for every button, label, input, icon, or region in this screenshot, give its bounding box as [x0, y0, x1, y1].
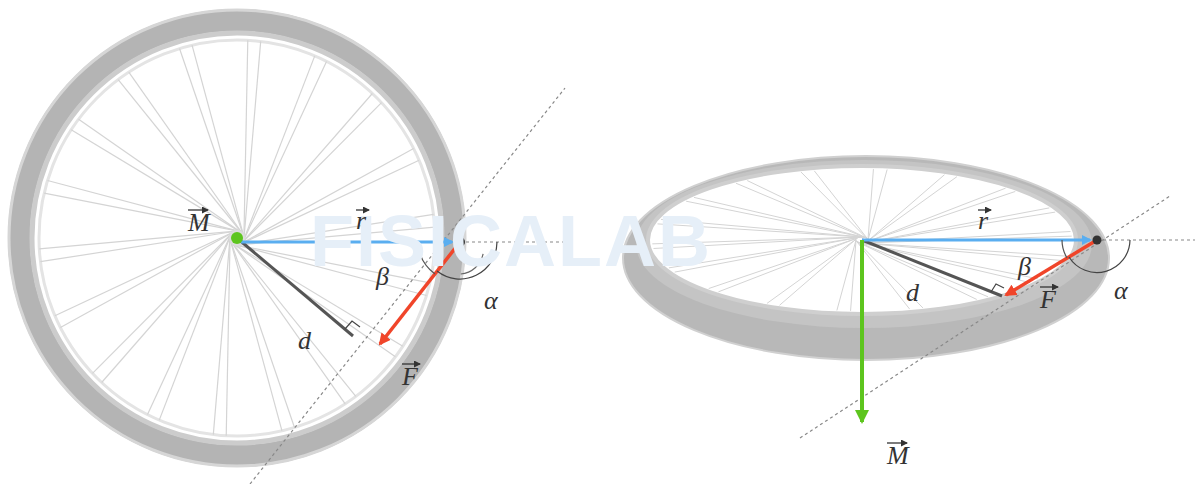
vector-label: M	[887, 443, 909, 469]
spoke	[801, 172, 868, 239]
spoke	[44, 193, 239, 231]
spoke	[867, 191, 1016, 241]
vector-label: r	[356, 208, 366, 234]
spoke	[767, 239, 856, 303]
angle-label: β	[1018, 254, 1031, 280]
spoke	[856, 241, 909, 309]
spoke	[244, 40, 248, 239]
spoke	[868, 177, 957, 241]
spoke	[866, 188, 1006, 242]
spoke	[230, 239, 294, 427]
spoke	[102, 233, 233, 383]
vector-label: F	[1040, 287, 1056, 313]
spoke	[192, 45, 244, 235]
spoke	[118, 80, 243, 235]
vector-label: r	[978, 208, 988, 234]
angle-label: β	[376, 264, 389, 290]
spoke	[147, 236, 230, 415]
spoke	[857, 242, 988, 297]
vector-label: F	[402, 364, 418, 390]
spoke	[709, 238, 858, 288]
spoke	[686, 201, 866, 238]
spoke	[860, 243, 1067, 256]
spoke	[226, 237, 230, 436]
spoke	[868, 169, 874, 240]
spoke	[851, 239, 857, 310]
watermark: FISICALAB	[310, 205, 712, 277]
spoke	[736, 183, 867, 238]
spoke	[71, 130, 241, 233]
spoke	[718, 238, 858, 292]
angle-label: α	[484, 288, 498, 314]
spoke	[92, 234, 231, 374]
spoke	[747, 181, 866, 239]
spoke	[129, 72, 243, 233]
spoke	[60, 231, 234, 327]
spoke	[180, 49, 244, 237]
vector-label: M	[188, 210, 210, 236]
angle-label: α	[1114, 278, 1128, 304]
distance-label: d	[906, 280, 919, 306]
distance-label: d	[298, 328, 311, 354]
spoke	[814, 171, 867, 239]
